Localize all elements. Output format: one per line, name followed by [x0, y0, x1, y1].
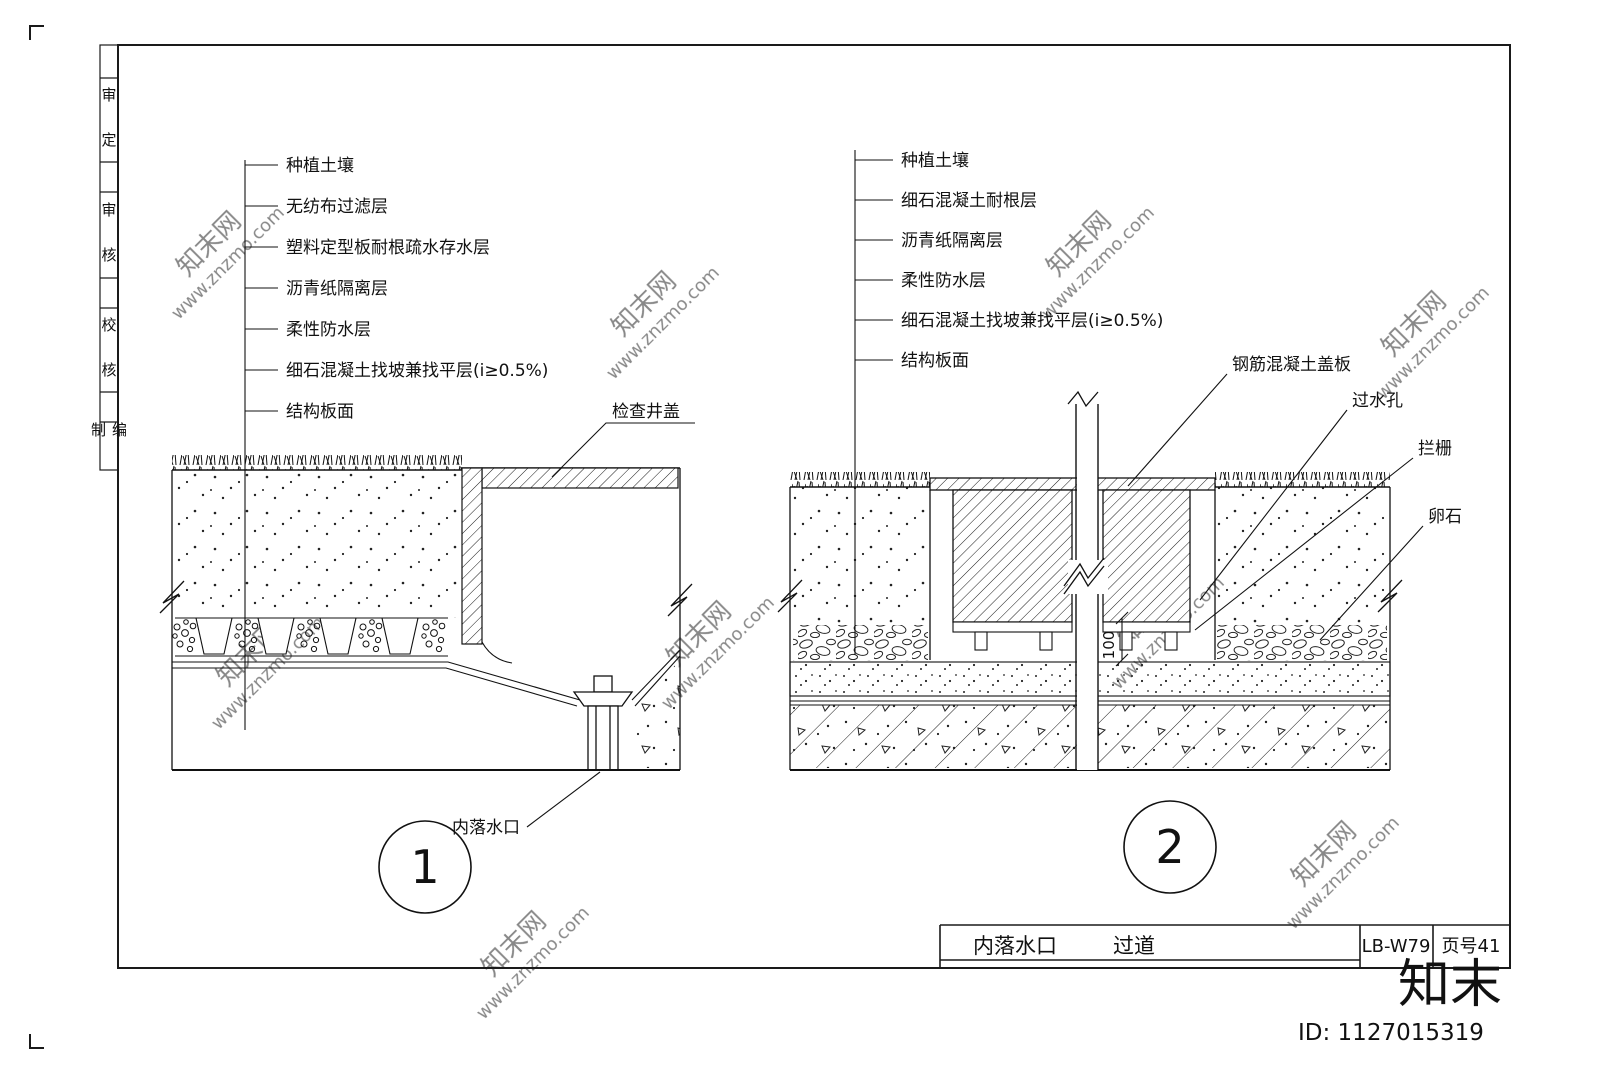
callout-leaders — [526, 422, 695, 828]
layer-label: 柔性防水层 — [901, 271, 986, 291]
dimension-100 — [1115, 611, 1129, 667]
callout-cover-label: 检查井盖 — [612, 402, 680, 422]
drawing-code: LB-W79 — [1362, 936, 1431, 957]
grille — [952, 621, 1191, 651]
detail-number: 1 — [410, 840, 439, 894]
layer-label: 结构板面 — [286, 402, 354, 422]
layer-label: 塑料定型板耐根疏水存水层 — [286, 238, 490, 258]
border-rect — [117, 44, 1511, 969]
sheet-frame — [29, 25, 1511, 1049]
callout-leaders — [1127, 373, 1424, 641]
well-wall — [461, 467, 483, 645]
concrete-block-right — [1102, 489, 1191, 623]
strip-label-shenhe: 审 核 — [99, 202, 118, 268]
approval-strip — [99, 44, 119, 471]
layer-label: 无纺布过滤层 — [286, 197, 388, 217]
detail-number-circle — [1123, 800, 1217, 894]
pebble-band — [1217, 625, 1387, 661]
concrete-block-left — [952, 489, 1073, 623]
layer-label: 种植土壤 — [901, 150, 969, 171]
membrane-lines — [172, 649, 681, 707]
layer-label: 沥青纸隔离层 — [286, 279, 388, 299]
title-bar-text: 内落水口 过道 LB-W79 页号41 — [973, 934, 1500, 958]
grass-fringe — [790, 472, 930, 487]
strip-label-shending: 审 定 — [99, 87, 118, 153]
page-number: 页号41 — [1442, 936, 1501, 957]
grass-fringe — [172, 455, 462, 470]
drawing-title: 内落水口 — [973, 934, 1057, 958]
channel-structure — [929, 477, 1216, 660]
corner-mark-top-left — [29, 25, 44, 40]
grass-fringe — [1215, 472, 1390, 487]
strip-label-bianzhi: 编 制 — [89, 422, 128, 443]
layer-label: 细石混凝土找坡兼找平层(i≥0.5%) — [286, 361, 548, 381]
callout-label: 钢筋混凝土盖板 — [1232, 355, 1351, 375]
site-logo: 知末 — [1398, 955, 1502, 1015]
callout-labels: 钢筋混凝土盖板 过水孔 拦栅 卵石 — [1232, 355, 1462, 527]
detail-number-circle — [378, 820, 472, 914]
callout-label: 卵石 — [1428, 507, 1462, 527]
callout-label: 过水孔 — [1352, 391, 1403, 411]
drainage-board — [175, 617, 448, 657]
corner-mark-bottom-left — [29, 1034, 44, 1049]
detail-2: 100 种植土壤 细石混凝土耐根层 沥青纸隔离层 柔性防水层 细石混凝土找坡兼找… — [777, 150, 1462, 894]
layer-leader-lines — [244, 160, 278, 730]
layer-label: 细石混凝土找坡兼找平层(i≥0.5%) — [901, 311, 1163, 331]
soil-fill — [790, 487, 930, 625]
title-bar-lines — [939, 924, 1510, 968]
layer-leader-lines — [854, 150, 893, 655]
image-id-text: ID: 1127015319 — [1298, 1020, 1484, 1046]
drain-outlet — [572, 675, 634, 771]
strip-label-jiaohe: 校 核 — [99, 317, 118, 383]
structural-concrete — [636, 660, 680, 768]
detail-number: 2 — [1155, 820, 1184, 874]
layer-label: 细石混凝土耐根层 — [901, 191, 1037, 211]
drawing-subtitle: 过道 — [1113, 934, 1155, 958]
callout-label: 拦栅 — [1418, 439, 1452, 459]
layer-labels: 种植土壤 无纺布过滤层 塑料定型板耐根疏水存水层 沥青纸隔离层 柔性防水层 细石… — [286, 155, 548, 422]
detail-1: 种植土壤 无纺布过滤层 塑料定型板耐根疏水存水层 沥青纸隔离层 柔性防水层 细石… — [159, 155, 695, 914]
soil-fill — [1215, 487, 1390, 625]
layer-labels: 种植土壤 细石混凝土耐根层 沥青纸隔离层 柔性防水层 细石混凝土找坡兼找平层(i… — [901, 150, 1163, 371]
cover-plate — [929, 477, 1216, 491]
layer-label: 沥青纸隔离层 — [901, 231, 1003, 251]
callout-drain-label: 内落水口 — [452, 818, 520, 838]
site-branding: 知末 ID: 1127015319 — [1298, 955, 1502, 1046]
dimension-100-text: 100 — [1100, 631, 1118, 660]
pebble-band — [793, 625, 928, 661]
soil-fill — [172, 470, 462, 618]
layer-label: 柔性防水层 — [286, 320, 371, 340]
drain-pipe — [1063, 390, 1108, 770]
layer-label: 结构板面 — [901, 351, 969, 371]
well-cover-slab — [481, 467, 679, 489]
layer-label: 种植土壤 — [286, 155, 354, 176]
